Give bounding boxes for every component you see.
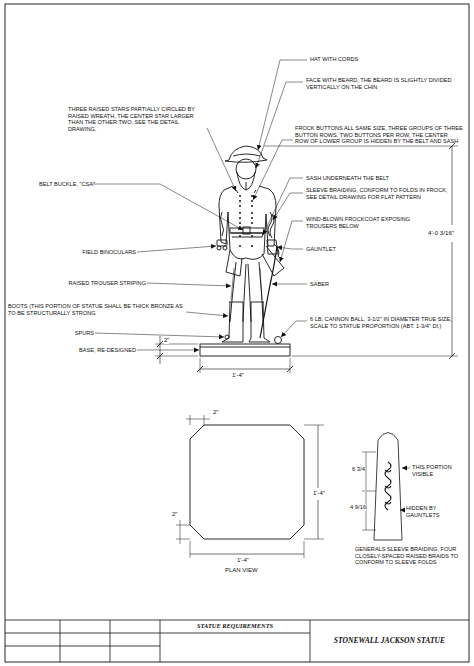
dimension-text: 2" xyxy=(164,337,169,344)
callout-text: BOOTS (THIS PORTION OF STATUE SHALL BE T… xyxy=(8,303,186,316)
dimension-text: 1'-4" xyxy=(313,490,325,497)
callout-text: THIS PORTION VISIBLE xyxy=(412,464,462,477)
title-block-cell: STATUE REQUIREMENTS xyxy=(160,622,310,630)
callout-text: BASE, RE-DESIGNED xyxy=(40,347,136,354)
dimension-text: 4 9/16 xyxy=(350,504,366,511)
callout-text: FIELD BINOCULARS xyxy=(60,249,136,256)
callout-text: THREE RAISED STARS PARTIALLY CIRCLED BY … xyxy=(68,106,206,133)
dimension-text: 1'-4" xyxy=(237,557,249,564)
callout-text: GAUNTLET xyxy=(306,246,386,253)
dimension-text: 4'-0 3/16" xyxy=(428,229,454,236)
callout-text: SPURS xyxy=(40,330,94,337)
callout-text: RAISED TROUSER STRIPING xyxy=(40,280,146,287)
callout-text: BELT BUCKLE, "CSA" xyxy=(35,181,95,188)
callout-text: WIND-BLOWN FROCKCOAT EXPOSING TROUSERS B… xyxy=(306,216,436,229)
view-title: PLAN VIEW xyxy=(225,567,285,574)
callout-text: HAT WITH CORDS xyxy=(310,56,420,63)
callout-text: FROCK BUTTONS ALL SAME SIZE, THREE GROUP… xyxy=(295,125,463,145)
dimension-text: 1'-4" xyxy=(232,372,244,379)
callout-text: 6 LB. CANNON BALL, 3-1/2" IN DIAMETER TR… xyxy=(310,316,460,329)
callout-text: FACE WITH BEARD, THE BEARD IS SLIGHTLY D… xyxy=(306,77,456,90)
dimension-text: 2" xyxy=(213,409,218,416)
callout-text: SASH UNDERNEATH THE BELT xyxy=(306,175,456,182)
title-block-title: STONEWALL JACKSON STATUE xyxy=(310,636,469,645)
callout-text: SLEEVE BRAIDING, CONFORM TO FOLDS IN FRO… xyxy=(306,187,456,200)
dimension-text: 6 3/4 xyxy=(352,466,365,473)
callout-text: SABER xyxy=(310,281,370,288)
callout-text: GENERALS SLEEVE BRAIDING, FOUR CLOSELY-S… xyxy=(355,546,467,566)
callout-text: HIDDEN BY GAUNTLETS xyxy=(406,505,456,518)
dimension-text: 2" xyxy=(172,511,177,518)
